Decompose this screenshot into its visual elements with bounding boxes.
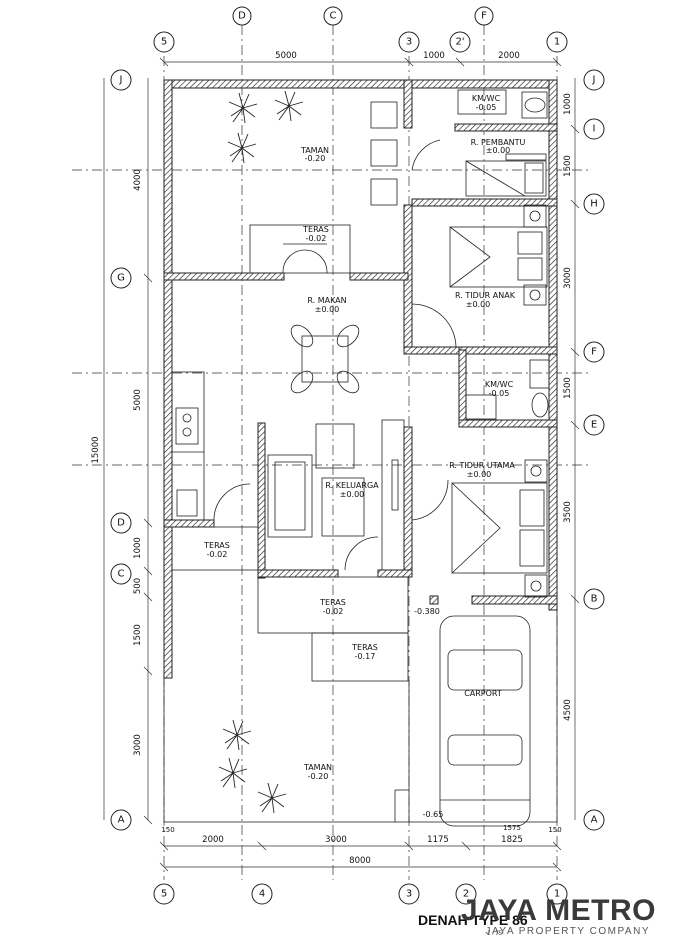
room-taman-top-level: -0.20 [305, 154, 326, 163]
grid-bottom-5: 5 [161, 889, 167, 900]
grid-bottom-4: 4 [259, 889, 265, 900]
dimension-text: 5000 1000 2000 150 2000 3000 1175 1825 1… [91, 51, 573, 866]
room-kmwc-top-level: -0.05 [476, 103, 497, 112]
spot-level-carport-bottom: -0.65 [423, 810, 444, 819]
room-taman-bottom-name: TAMAN [303, 763, 332, 772]
grid-top-1: 1 [554, 37, 560, 48]
dim-bottom-150-right: 150 [548, 826, 561, 834]
grid-left-d: D [117, 518, 125, 529]
grid-top-2prime: 2' [455, 37, 464, 48]
room-kmwc-mid-name: KM/WC [485, 380, 514, 389]
room-teras-front-level: -0.02 [323, 607, 344, 616]
room-tidur-anak-level: ±0.00 [466, 300, 491, 309]
grid-right-h: H [590, 199, 598, 210]
room-tidur-utama-level: ±0.00 [467, 470, 492, 479]
dim-bottom-150-left: 150 [161, 826, 174, 834]
dim-right-3500: 3500 [563, 501, 573, 523]
grid-right-i: I [593, 124, 596, 135]
room-makan-name: R. MAKAN [307, 296, 346, 305]
room-teras-left-name: TERAS [203, 541, 230, 550]
grid-top-c: C [330, 11, 337, 22]
room-pembantu-name: R. PEMBANTU [471, 138, 526, 147]
plants [218, 90, 304, 814]
room-teras-step-name: TERAS [351, 643, 378, 652]
grid-top-5: 5 [161, 37, 167, 48]
grid-top-3: 3 [406, 37, 412, 48]
grid-top-d: D [238, 11, 246, 22]
walls [163, 79, 558, 679]
dimension-lines [103, 57, 580, 872]
dim-bottom-1825: 1825 [501, 835, 523, 845]
grid-bottom-1: 1 [554, 889, 560, 900]
dim-right-1000: 1000 [563, 93, 573, 115]
room-carport-name: CARPORT [464, 689, 502, 698]
room-teras-step-level: -0.17 [355, 652, 376, 661]
dim-left-15000: 15000 [91, 436, 101, 463]
furniture [171, 89, 550, 827]
grid-right-f: F [591, 347, 597, 358]
dim-bottom-2000: 2000 [202, 835, 224, 845]
dim-bottom-1575: 1575 [503, 824, 521, 832]
grid-left-a: A [118, 815, 125, 826]
grid-left-j: J [119, 75, 123, 86]
grid-bubbles: 5 3 2' 1 D C F 5 4 3 2 1 J G D C A J [110, 6, 605, 905]
dim-top-1000: 1000 [423, 51, 445, 61]
grid-left-g: G [117, 273, 125, 284]
dim-bottom-3000: 3000 [325, 835, 347, 845]
room-pembantu-level: ±0.00 [486, 146, 511, 155]
dim-right-1500-b: 1500 [563, 377, 573, 399]
dim-right-4500: 4500 [563, 699, 573, 721]
room-tidur-utama-name: R. TIDUR UTAMA [449, 461, 515, 470]
room-labels: TAMAN -0.20 KM/WC -0.05 R. PEMBANTU ±0.0… [203, 94, 525, 819]
spot-level-carport-top: -0.380 [414, 607, 440, 616]
room-makan-level: ±0.00 [315, 305, 340, 314]
room-kmwc-mid-level: -0.05 [489, 389, 510, 398]
grid-right-a: A [591, 815, 598, 826]
room-keluarga-name: R. KELUARGA [325, 481, 379, 490]
room-keluarga-level: ±0.00 [340, 490, 365, 499]
dim-top-2000: 2000 [498, 51, 520, 61]
brand-tagline: JAYA PROPERTY COMPANY [485, 926, 650, 937]
grid-top-f: F [481, 11, 487, 22]
dim-bottom-8000: 8000 [349, 856, 371, 866]
site-outline [163, 81, 558, 823]
dim-left-3000: 3000 [133, 734, 143, 756]
grid-lines [72, 25, 590, 880]
grid-right-e: E [591, 420, 597, 431]
drawing-title: DENAH TYPE 86 [418, 912, 528, 928]
grid-right-b: B [591, 594, 598, 605]
room-teras-left-level: -0.02 [207, 550, 228, 559]
drawing-scale: 1 : 75 [487, 931, 503, 937]
room-kmwc-top-name: KM/WC [472, 94, 501, 103]
room-teras-top-level: -0.02 [306, 234, 327, 243]
room-teras-top-name: TERAS [302, 225, 329, 234]
dim-left-4000: 4000 [133, 169, 143, 191]
grid-bottom-3: 3 [406, 889, 412, 900]
dim-left-500: 500 [133, 578, 143, 594]
grid-bottom-2: 2 [463, 889, 469, 900]
dim-left-5000: 5000 [133, 389, 143, 411]
room-taman-top-name: TAMAN [300, 146, 329, 155]
room-teras-front-name: TERAS [319, 598, 346, 607]
room-taman-bottom-level: -0.20 [308, 772, 329, 781]
grid-left-c: C [118, 569, 125, 580]
grid-right-j: J [592, 75, 596, 86]
brand-name: JAYA METRO [460, 894, 656, 927]
dim-bottom-1175: 1175 [427, 835, 449, 845]
dim-right-1500-a: 1500 [563, 155, 573, 177]
room-tidur-anak-name: R. TIDUR ANAK [455, 291, 516, 300]
dim-top-5000: 5000 [275, 51, 297, 61]
dim-left-1500: 1500 [133, 624, 143, 646]
dim-left-1000: 1000 [133, 537, 143, 559]
dim-right-3000: 3000 [563, 267, 573, 289]
